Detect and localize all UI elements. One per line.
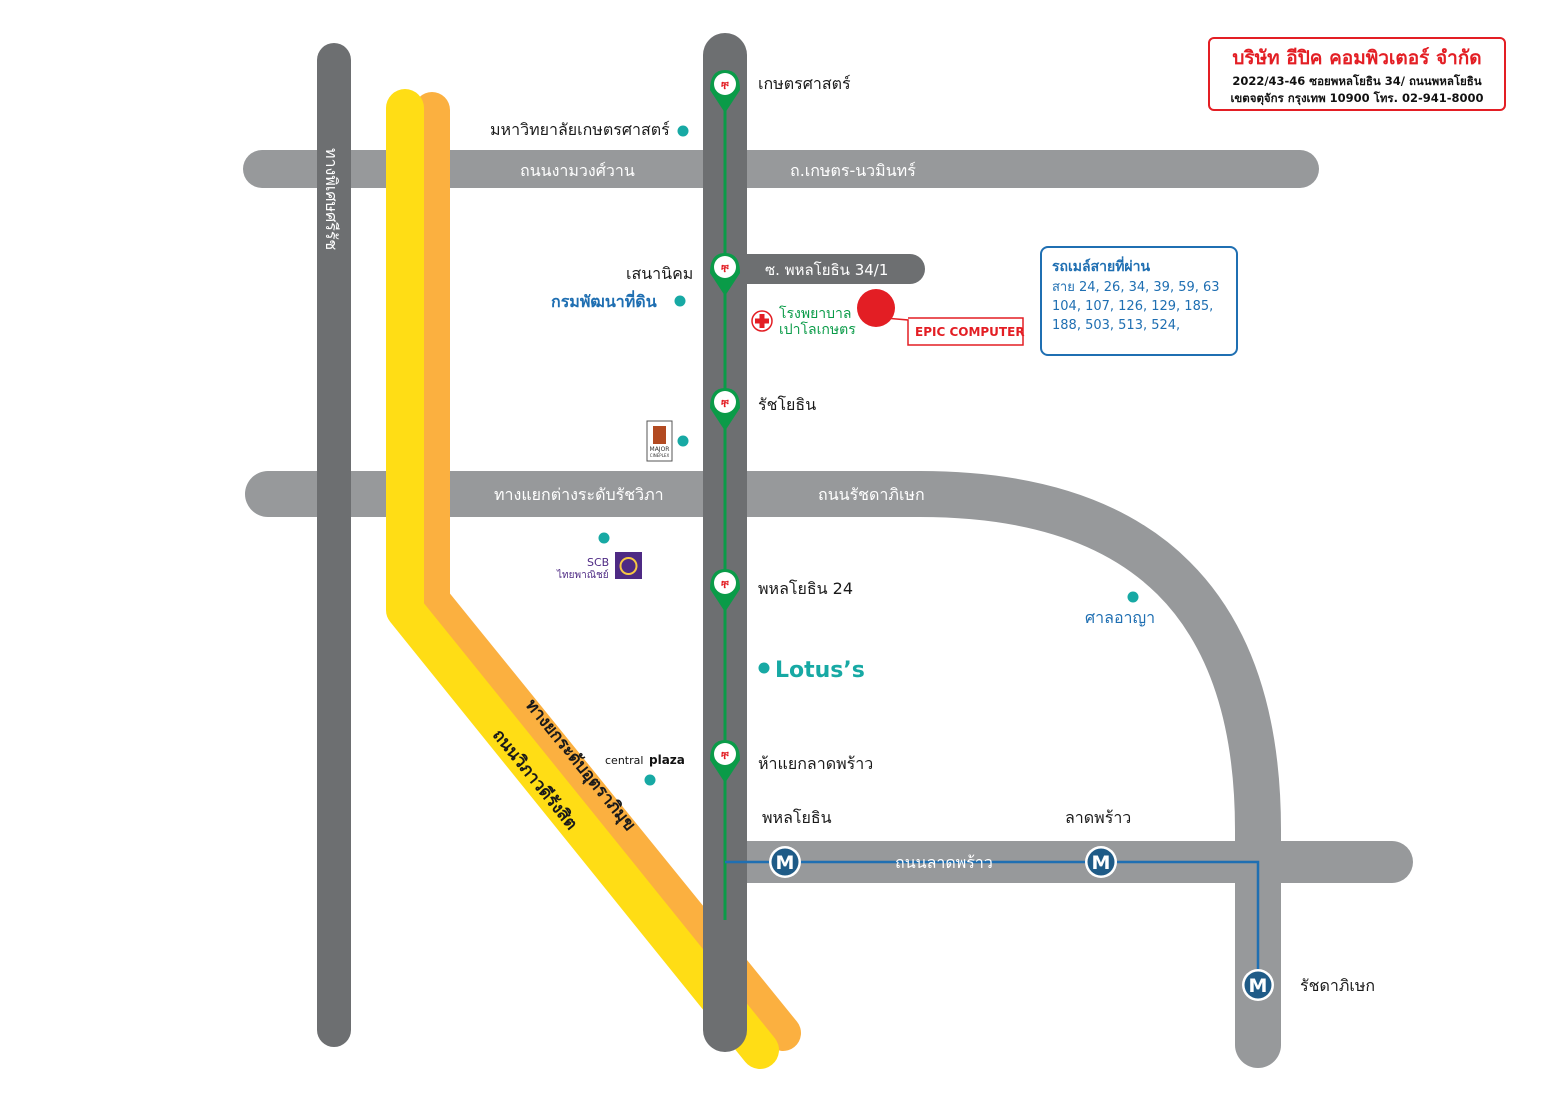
place-dot-icon	[677, 435, 689, 447]
svg-text:MAJOR: MAJOR	[650, 446, 670, 453]
svg-text:ቸ: ቸ	[720, 79, 730, 92]
hospital-cross-icon	[751, 310, 773, 332]
scb-logo: SCB ไทยพาณิชย์	[556, 552, 642, 581]
bts-station-icon: ቸ	[710, 740, 740, 783]
place-land-development: กรมพัฒนาที่ดิน	[551, 290, 657, 311]
svg-text:ቸ: ቸ	[720, 262, 730, 275]
mrt-blue-line	[725, 860, 1260, 985]
road-ratchadaphisek	[245, 471, 1281, 1068]
label-soi: ซ. พหลโยธิน 34/1	[765, 261, 888, 279]
station-ha-yaek-ladprao: ห้าแยกลาดพร้าว	[758, 754, 873, 773]
bus-routes-line3: 188, 503, 513, 524,	[1052, 318, 1181, 333]
svg-text:ቸ: ቸ	[720, 749, 730, 762]
bts-station-icon: ቸ	[710, 253, 740, 296]
road-uttaraphimuk	[414, 92, 801, 1051]
svg-text:CINEPLEX: CINEPLEX	[650, 453, 670, 458]
place-criminal-court: ศาลอาญา	[1085, 608, 1155, 627]
lotus-logo: Lotus’s	[775, 658, 865, 683]
mrt-station-icon: M	[769, 846, 801, 878]
svg-text:SCB: SCB	[587, 556, 609, 569]
label-ratchadaphisek: ถนนรัชดาภิเษก	[818, 485, 925, 504]
svg-text:ቸ: ቸ	[720, 397, 730, 410]
label-ladprao-road: ถนนลาดพร้าว	[895, 853, 993, 872]
svg-text:M: M	[776, 852, 795, 874]
place-dot-icon	[644, 774, 656, 786]
bus-routes-box: รถเมล์สายที่ผ่าน สาย 24, 26, 34, 39, 59,…	[1040, 246, 1238, 356]
label-ratchawipha: ทางแยกต่างระดับรัชวิภา	[494, 485, 664, 504]
label-kaset-nawamin: ถ.เกษตร-นวมินทร์	[790, 161, 916, 180]
label-expressway: ทางพิเศษศรีรัช	[322, 148, 341, 250]
station-phahonyothin-24: พหลโยธิน 24	[758, 579, 853, 598]
place-dot-icon	[1127, 591, 1139, 603]
label-ngamwongwan: ถนนงามวงศ์วาน	[520, 161, 635, 180]
mrt-station-icon: M	[1085, 846, 1117, 878]
bts-station-icon: ቸ	[710, 388, 740, 431]
svg-text:M: M	[1249, 975, 1268, 997]
place-dot-icon	[598, 532, 610, 544]
mrt-station-icon: M	[1242, 969, 1274, 1001]
station-ratchayothin: รัชโยธิน	[758, 395, 816, 414]
place-dot-icon	[758, 662, 770, 674]
place-hospital-line2: เปาโลเกษตร	[779, 321, 856, 338]
place-dot-icon	[674, 295, 686, 307]
svg-text:ቸ: ቸ	[720, 578, 730, 591]
company-address-line2: เขตจตุจักร กรุงเทพ 10900 โทร. 02-941-800…	[1230, 91, 1484, 105]
company-address-line1: 2022/43-46 ซอยพหลโยธิน 34/ ถนนพหลโยธิน	[1232, 74, 1482, 88]
bts-station-icon: ቸ	[710, 70, 740, 113]
bus-routes-line2: 104, 107, 126, 129, 185,	[1052, 299, 1214, 314]
place-hospital-line1: โรงพยาบาล	[779, 305, 852, 322]
epic-pointer-line	[884, 317, 1024, 346]
epic-location-marker	[857, 289, 895, 327]
road-viphawadi	[386, 89, 779, 1069]
svg-text:M: M	[1092, 852, 1111, 874]
bus-routes-line1: สาย 24, 26, 34, 39, 59, 63	[1052, 280, 1220, 295]
svg-text:plaza: plaza	[649, 753, 685, 767]
central-plaza-logo: central plaza	[605, 753, 685, 767]
svg-text:central: central	[605, 754, 643, 767]
company-name: บริษัท อีปิค คอมพิวเตอร์ จำกัด	[1232, 47, 1482, 69]
place-dot-icon	[677, 125, 689, 137]
station-kasetsart: เกษตรศาสตร์	[758, 74, 851, 93]
svg-text:ไทยพาณิชย์: ไทยพาณิชย์	[556, 569, 609, 581]
major-cineplex-logo: MAJOR CINEPLEX	[646, 420, 673, 462]
bts-station-icon: ቸ	[710, 569, 740, 612]
mrt-ratchadaphisek: รัชดาภิเษก	[1300, 976, 1375, 995]
company-info-box: บริษัท อีปิค คอมพิวเตอร์ จำกัด 2022/43-4…	[1208, 37, 1506, 111]
epic-computer-label: EPIC COMPUTER	[915, 325, 1025, 339]
mrt-phahonyothin: พหลโยธิน	[762, 808, 832, 827]
station-senanikhom: เสนานิคม	[626, 264, 693, 283]
bus-routes-title: รถเมล์สายที่ผ่าน	[1052, 259, 1151, 275]
mrt-ladprao: ลาดพร้าว	[1065, 808, 1131, 827]
place-kasetsart-university: มหาวิทยาลัยเกษตรศาสตร์	[490, 120, 670, 139]
